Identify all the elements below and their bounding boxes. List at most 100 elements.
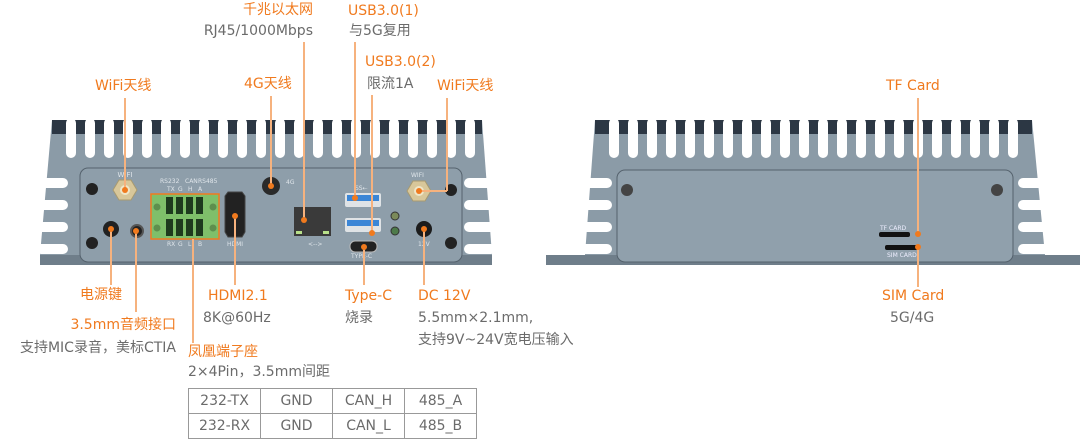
leader-dot	[232, 213, 238, 219]
side-fin-slot	[580, 200, 612, 210]
typec-title: Type-C	[345, 288, 392, 304]
fin-slot	[218, 118, 228, 158]
gigabit-title: 千兆以太网	[243, 2, 313, 18]
fin-slot	[761, 118, 771, 158]
hdmi-sub: 8K@60Hz	[203, 310, 271, 326]
wifi-left-title: WiFi天线	[95, 78, 152, 94]
pin-cell: 232-TX	[188, 388, 261, 414]
silk-rs232: RS232	[160, 178, 180, 185]
fin-slot	[465, 118, 475, 158]
tf-title: TF Card	[886, 78, 940, 94]
front-panel-device: WIFI RS232 CAN RS485 TX G H A RX G L B H…	[36, 118, 496, 265]
fin-slot	[446, 118, 456, 158]
side-fin-slot	[580, 222, 612, 232]
fin-slot	[609, 118, 619, 158]
side-fin-slot	[1018, 200, 1050, 210]
leader-dot	[361, 244, 367, 250]
fin-slot	[780, 118, 790, 158]
fin-slot	[647, 118, 657, 158]
fin-slot	[180, 118, 190, 158]
silk-rx: RX	[167, 241, 175, 248]
fin-slot	[294, 118, 304, 158]
dc-sub2: 支持9V~24V宽电压输入	[418, 332, 574, 348]
silk-h: H	[188, 186, 193, 193]
usb2-title: USB3.0(2)	[365, 54, 436, 70]
fin-slot	[932, 118, 942, 158]
fin-slot	[970, 118, 980, 158]
side-fin-slot	[580, 178, 612, 188]
leader-dot	[915, 231, 921, 237]
fin-slot	[104, 118, 114, 158]
fin-slot	[723, 118, 733, 158]
table-row: 232-RX GND CAN_L 485_B	[188, 413, 477, 439]
fin-slot	[742, 118, 752, 158]
side-fin-slot	[1018, 244, 1050, 254]
pin-cell: 232-RX	[188, 413, 261, 439]
terminal-title: 凤凰端子座	[188, 344, 258, 360]
fin-slot	[389, 118, 399, 158]
side-fin-slot	[1018, 222, 1050, 232]
fin-slot	[237, 118, 247, 158]
fin-slot	[199, 118, 209, 158]
silk-g2: G	[178, 241, 183, 248]
fin-slot	[704, 118, 714, 158]
silk-g1: G	[178, 186, 183, 193]
silk-sim-card: SIM CARD	[887, 252, 917, 259]
fin-slot	[85, 118, 95, 158]
sim-sub: 5G/4G	[890, 310, 935, 326]
silk-tf-card: TF CARD	[879, 225, 906, 232]
side-fin-slot	[464, 200, 496, 210]
silk-4g: 4G	[286, 179, 295, 186]
fin-slot	[313, 118, 323, 158]
silk-a: A	[198, 186, 203, 193]
pin-cell: 485_A	[404, 388, 477, 414]
gigabit-sub: RJ45/1000Mbps	[203, 23, 313, 39]
fin-slot	[837, 118, 847, 158]
wifi-right-title: WiFi天线	[437, 78, 494, 94]
hdmi-title: HDMI2.1	[208, 288, 268, 304]
fin-tops	[595, 120, 1032, 134]
terminal-pin-table: 232-TX GND CAN_H 485_A 232-RX GND CAN_L …	[188, 388, 477, 439]
fin-slot	[818, 118, 828, 158]
audio-title: 3.5mm音频接口	[70, 317, 176, 333]
leader-dot	[268, 183, 274, 189]
antenna-4g-title: 4G天线	[244, 76, 292, 92]
silk-typec: TYPE-C	[350, 253, 372, 260]
side-fin-slot	[36, 178, 68, 188]
pin-cell: GND	[260, 413, 333, 439]
fin-slot	[951, 118, 961, 158]
silk-lan: <-->	[308, 241, 322, 248]
side-fin-slot	[464, 222, 496, 232]
pin-cell: CAN_H	[332, 388, 405, 414]
leader-dot	[352, 195, 358, 201]
side-fin-slot	[1018, 178, 1050, 188]
silk-l: L	[188, 241, 192, 248]
pin-cell: CAN_L	[332, 413, 405, 439]
fin-slot	[666, 118, 676, 158]
typec-sub: 烧录	[345, 310, 373, 326]
silk-wifi-right: WIFI	[411, 172, 424, 179]
side-fin-slot	[580, 244, 612, 254]
back-panel-device: TF CARD SIM CARD	[546, 118, 1080, 265]
dc-title: DC 12V	[418, 288, 471, 304]
fin-slot	[66, 118, 76, 158]
fin-slot	[256, 118, 266, 158]
fin-slot	[1008, 118, 1018, 158]
sim-title: SIM Card	[882, 288, 945, 304]
fin-slot	[894, 118, 904, 158]
usb1-title: USB3.0(1)	[348, 3, 419, 19]
fin-slot	[875, 118, 885, 158]
fin-slot	[628, 118, 638, 158]
side-fin-slot	[464, 178, 496, 188]
fin-slot	[427, 118, 437, 158]
side-fin-slot	[36, 200, 68, 210]
silk-b: B	[198, 241, 202, 248]
dc-sub1: 5.5mm×2.1mm,	[418, 310, 534, 326]
leader-dot	[369, 230, 375, 236]
table-row: 232-TX GND CAN_H 485_A	[188, 388, 477, 414]
leader-dot	[421, 226, 427, 232]
fin-slot	[989, 118, 999, 158]
side-fin-slot	[36, 222, 68, 232]
fin-slot	[142, 118, 152, 158]
